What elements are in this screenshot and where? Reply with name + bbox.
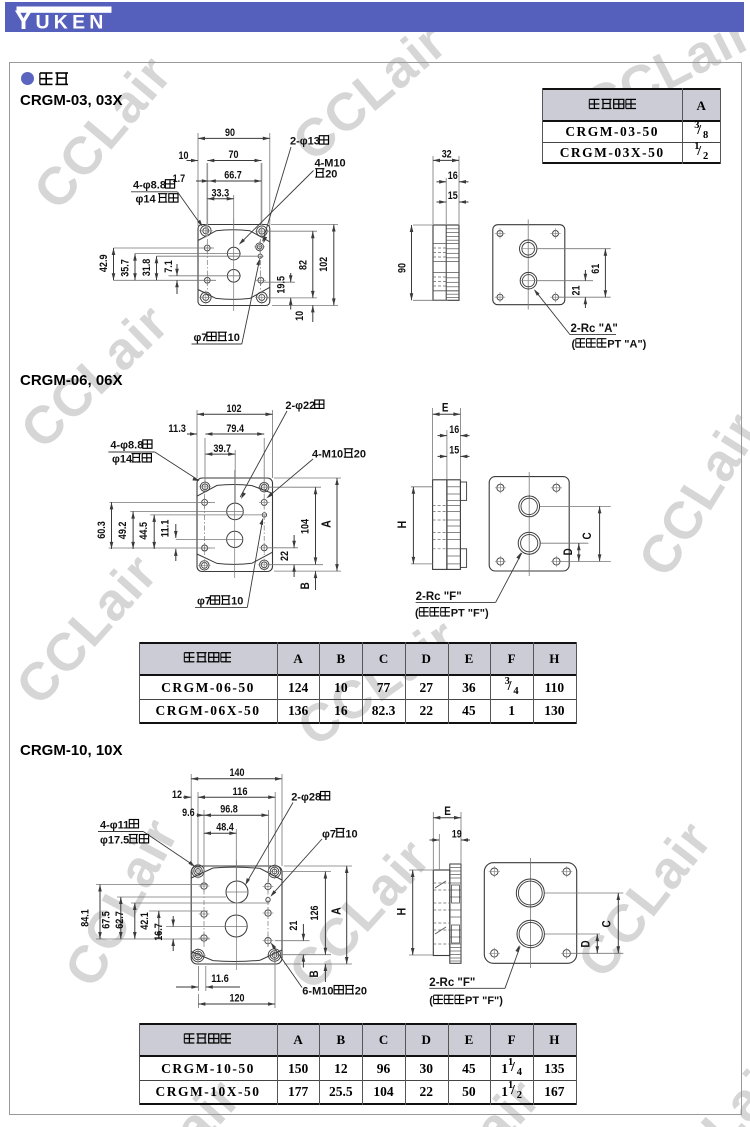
svg-text:10: 10 — [294, 311, 306, 321]
svg-text:PT "F"): PT "F") — [465, 995, 503, 1007]
svg-text:96.8: 96.8 — [220, 804, 238, 816]
svg-text:20: 20 — [325, 169, 337, 181]
svg-text:E: E — [442, 400, 449, 414]
svg-text:66.7: 66.7 — [224, 170, 242, 182]
svg-text:22: 22 — [279, 551, 291, 561]
svg-text:φ7: φ7 — [197, 596, 211, 608]
svg-text:19: 19 — [452, 828, 462, 840]
svg-text:10: 10 — [345, 828, 357, 840]
svg-text:2-φ28: 2-φ28 — [291, 791, 321, 803]
svg-text:39.7: 39.7 — [213, 443, 231, 455]
svg-text:φ7: φ7 — [194, 332, 208, 344]
svg-text:15: 15 — [449, 445, 459, 457]
svg-text:84.1: 84.1 — [80, 909, 92, 927]
svg-text:16: 16 — [449, 424, 459, 436]
svg-text:102: 102 — [227, 403, 242, 415]
svg-text:C: C — [580, 532, 594, 539]
svg-text:21: 21 — [570, 286, 582, 296]
svg-text:2-Rc "F": 2-Rc "F" — [429, 977, 475, 989]
svg-text:7.1: 7.1 — [163, 260, 175, 273]
svg-text:79.4: 79.4 — [226, 423, 244, 435]
svg-text:42.9: 42.9 — [98, 255, 110, 273]
svg-text:4-φ11: 4-φ11 — [100, 819, 129, 831]
svg-text:15: 15 — [448, 190, 458, 202]
svg-text:20: 20 — [354, 449, 366, 461]
svg-text:H: H — [395, 521, 409, 529]
svg-text:35.7: 35.7 — [120, 259, 132, 277]
svg-text:B: B — [307, 970, 321, 977]
svg-text:60.3: 60.3 — [96, 521, 108, 539]
svg-text:PT "A"): PT "A") — [607, 339, 646, 351]
svg-text:49.2: 49.2 — [117, 522, 129, 540]
svg-text:2-φ13: 2-φ13 — [290, 136, 320, 148]
svg-text:PT "F"): PT "F") — [451, 607, 489, 619]
svg-text:11.6: 11.6 — [211, 973, 229, 985]
svg-text:(: ( — [572, 339, 576, 351]
svg-text:104: 104 — [299, 518, 311, 534]
svg-text:(: ( — [415, 607, 419, 619]
svg-text:62.7: 62.7 — [114, 911, 126, 929]
svg-text:11.3: 11.3 — [168, 423, 186, 435]
svg-text:16.7: 16.7 — [153, 923, 165, 941]
svg-text:B: B — [298, 582, 312, 589]
svg-text:φ14: φ14 — [112, 453, 133, 465]
svg-text:12: 12 — [172, 789, 182, 801]
svg-text:33.3: 33.3 — [212, 187, 230, 199]
svg-text:116: 116 — [233, 786, 248, 798]
svg-text:44.5: 44.5 — [138, 522, 150, 540]
svg-text:140: 140 — [230, 767, 245, 779]
svg-text:10: 10 — [228, 332, 240, 344]
svg-text:A: A — [329, 907, 344, 915]
svg-text:70: 70 — [229, 149, 239, 161]
svg-text:2-Rc "F": 2-Rc "F" — [416, 591, 462, 603]
svg-text:120: 120 — [230, 992, 245, 1004]
svg-text:42.1: 42.1 — [139, 912, 151, 930]
svg-text:20: 20 — [355, 985, 367, 997]
svg-text:4-φ8.8: 4-φ8.8 — [110, 440, 143, 452]
svg-text:61: 61 — [590, 264, 602, 274]
svg-text:(: ( — [429, 995, 433, 1007]
svg-text:D: D — [561, 548, 575, 555]
svg-text:A: A — [319, 520, 334, 528]
svg-text:4-M10: 4-M10 — [315, 158, 346, 170]
svg-text:48.4: 48.4 — [216, 822, 234, 834]
svg-text:φ7: φ7 — [322, 828, 336, 840]
svg-text:H: H — [395, 908, 409, 916]
svg-text:82: 82 — [297, 260, 309, 270]
svg-text:11.1: 11.1 — [159, 520, 171, 538]
svg-text:31.8: 31.8 — [141, 259, 153, 277]
svg-text:C: C — [600, 920, 614, 927]
svg-text:Y: Y — [15, 5, 33, 32]
svg-text:2-φ22: 2-φ22 — [285, 400, 315, 412]
svg-text:D: D — [579, 940, 593, 947]
svg-text:UKEN: UKEN — [36, 12, 108, 33]
svg-text:10: 10 — [231, 596, 243, 608]
svg-text:16: 16 — [448, 170, 458, 182]
svg-text:90: 90 — [397, 263, 409, 273]
svg-text:2-Rc "A": 2-Rc "A" — [571, 323, 618, 335]
svg-text:90: 90 — [225, 127, 235, 139]
svg-text:67.5: 67.5 — [101, 911, 113, 929]
svg-text:φ14: φ14 — [136, 194, 157, 206]
svg-text:10: 10 — [179, 150, 189, 162]
svg-text:19.5: 19.5 — [275, 276, 287, 294]
svg-text:21: 21 — [288, 921, 300, 931]
svg-text:126: 126 — [309, 906, 321, 921]
svg-text:E: E — [444, 804, 451, 818]
svg-text:9.6: 9.6 — [182, 807, 195, 819]
svg-text:φ17.5: φ17.5 — [100, 834, 129, 846]
svg-text:1.7: 1.7 — [173, 173, 186, 185]
svg-text:4-φ8.8: 4-φ8.8 — [133, 180, 166, 192]
svg-text:4-M10: 4-M10 — [312, 449, 343, 461]
svg-text:32: 32 — [442, 149, 452, 161]
svg-text:102: 102 — [318, 257, 330, 272]
svg-text:6-M10: 6-M10 — [302, 985, 333, 997]
